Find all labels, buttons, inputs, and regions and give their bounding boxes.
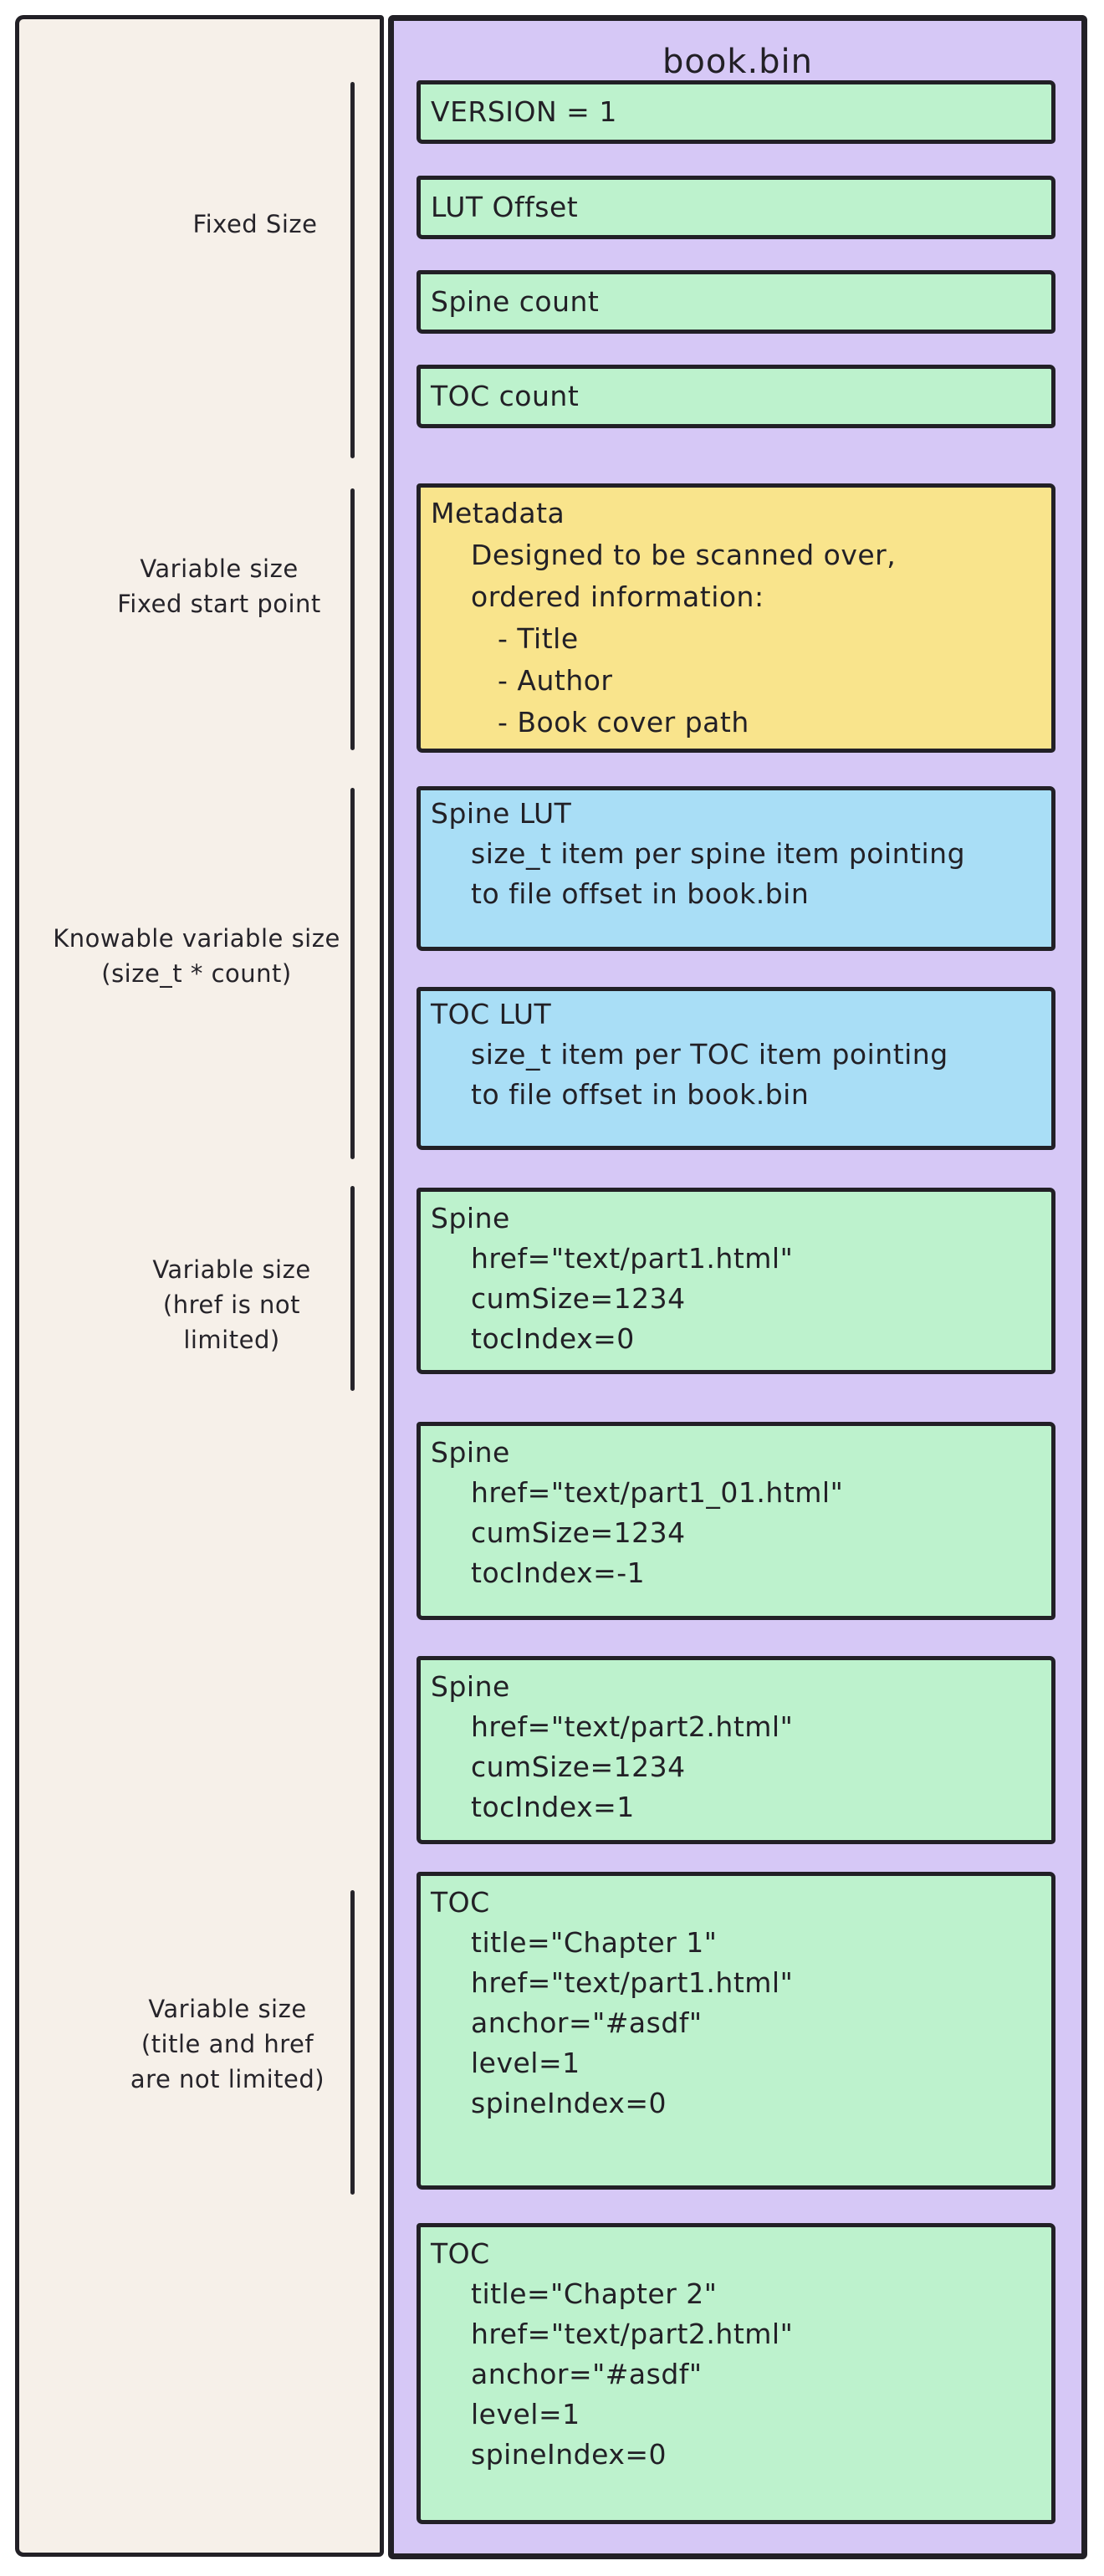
field-line: anchor="#asdf" [471, 2358, 703, 2390]
field-line: href="text/part1.html" [471, 1242, 794, 1275]
field-line: Spine [431, 1202, 510, 1234]
field-box-toc-1: TOC title="Chapter 1" href="text/part1.htm… [417, 1872, 1055, 2190]
field-line: Designed to be scanned over, [471, 539, 897, 571]
field-line: TOC [431, 2237, 490, 2270]
annotation-fixed-size: Fixed Size [96, 207, 414, 242]
field-line: href="text/part1.html" [471, 1966, 794, 1999]
annotation-variable-size-href: Variable size (href is not limited) [73, 1252, 391, 1357]
annotation-line: Variable size [152, 1255, 311, 1284]
field-box-spine-3: Spine href="text/part2.html" cumSize=1234 t… [417, 1656, 1055, 1844]
field-box-version: VERSION = 1 [417, 80, 1055, 144]
field-line: ordered information: [471, 580, 764, 613]
annotation-line: Knowable variable size [53, 924, 340, 953]
field-line: Spine LUT [431, 797, 572, 830]
field-line: - Book cover path [498, 706, 749, 739]
annotation-line: (title and href [141, 2030, 314, 2058]
field-box-toc-2: TOC title="Chapter 2" href="text/part2.htm… [417, 2223, 1055, 2524]
field-line: - Title [498, 622, 579, 655]
field-line: cumSize=1234 [471, 1751, 686, 1783]
bracket-variable-size-href [350, 1186, 355, 1391]
field-line: TOC LUT [431, 998, 552, 1030]
annotation-line: Fixed start point [117, 590, 321, 618]
bracket-variable-size-title-href [350, 1890, 355, 2195]
bracket-fixed-size [350, 82, 355, 458]
annotation-variable-size-title-href: Variable size (title and href are not limi… [69, 1991, 386, 2097]
field-line: TOC count [431, 380, 580, 412]
field-line: Metadata [431, 497, 565, 529]
annotation-line: Variable size [140, 555, 299, 583]
field-line: Spine [431, 1436, 510, 1469]
field-line: cumSize=1234 [471, 1516, 686, 1549]
field-line: anchor="#asdf" [471, 2006, 703, 2039]
field-box-spine-count: Spine count [417, 270, 1055, 334]
field-line: href="text/part2.html" [471, 2318, 794, 2350]
annotation-line: Fixed Size [192, 210, 318, 238]
field-line: title="Chapter 2" [471, 2277, 718, 2310]
annotation-board [15, 15, 384, 2557]
annotation-line: are not limited) [130, 2065, 325, 2093]
field-line: - Author [498, 664, 613, 697]
field-line: href="text/part2.html" [471, 1710, 794, 1743]
field-line: level=1 [471, 2047, 580, 2079]
field-line: title="Chapter 1" [471, 1926, 718, 1959]
field-line: spineIndex=0 [471, 2087, 667, 2119]
bracket-knowable-variable-size [350, 788, 355, 1159]
field-box-spine-lut: Spine LUT size_t item per spine item poin… [417, 786, 1055, 951]
file-title: book.bin [662, 43, 814, 81]
annotation-knowable-variable-size: Knowable variable size (size_t * count) [38, 921, 355, 991]
field-box-lut-offset: LUT Offset [417, 176, 1055, 239]
annotation-line: (href is not [162, 1291, 301, 1319]
field-line: spineIndex=0 [471, 2438, 667, 2471]
field-box-toc-lut: TOC LUT size_t item per TOC item pointing… [417, 987, 1055, 1150]
field-line: level=1 [471, 2398, 580, 2430]
field-line: TOC [431, 1886, 490, 1919]
field-line: size_t item per TOC item pointing [471, 1038, 948, 1071]
field-line: VERSION = 1 [431, 95, 617, 128]
field-line: Spine count [431, 285, 600, 318]
field-line: LUT Offset [431, 191, 579, 223]
annotation-line: limited) [183, 1326, 280, 1354]
field-line: Spine [431, 1670, 510, 1703]
field-line: size_t item per spine item pointing [471, 837, 966, 870]
field-line: tocIndex=-1 [471, 1556, 646, 1589]
field-box-spine-1: Spine href="text/part1.html" cumSize=1234 t… [417, 1188, 1055, 1374]
annotation-line: Variable size [148, 1995, 307, 2023]
field-box-toc-count: TOC count [417, 365, 1055, 428]
bracket-variable-size-fixed-start [350, 488, 355, 750]
field-line: tocIndex=0 [471, 1322, 635, 1355]
field-line: to file offset in book.bin [471, 877, 810, 910]
field-line: href="text/part1_01.html" [471, 1476, 844, 1509]
annotation-line: (size_t * count) [101, 959, 292, 988]
field-line: to file offset in book.bin [471, 1078, 810, 1111]
field-box-spine-2: Spine href="text/part1_01.html" cumSize=12… [417, 1422, 1055, 1620]
field-line: cumSize=1234 [471, 1282, 686, 1315]
field-line: tocIndex=1 [471, 1791, 635, 1823]
